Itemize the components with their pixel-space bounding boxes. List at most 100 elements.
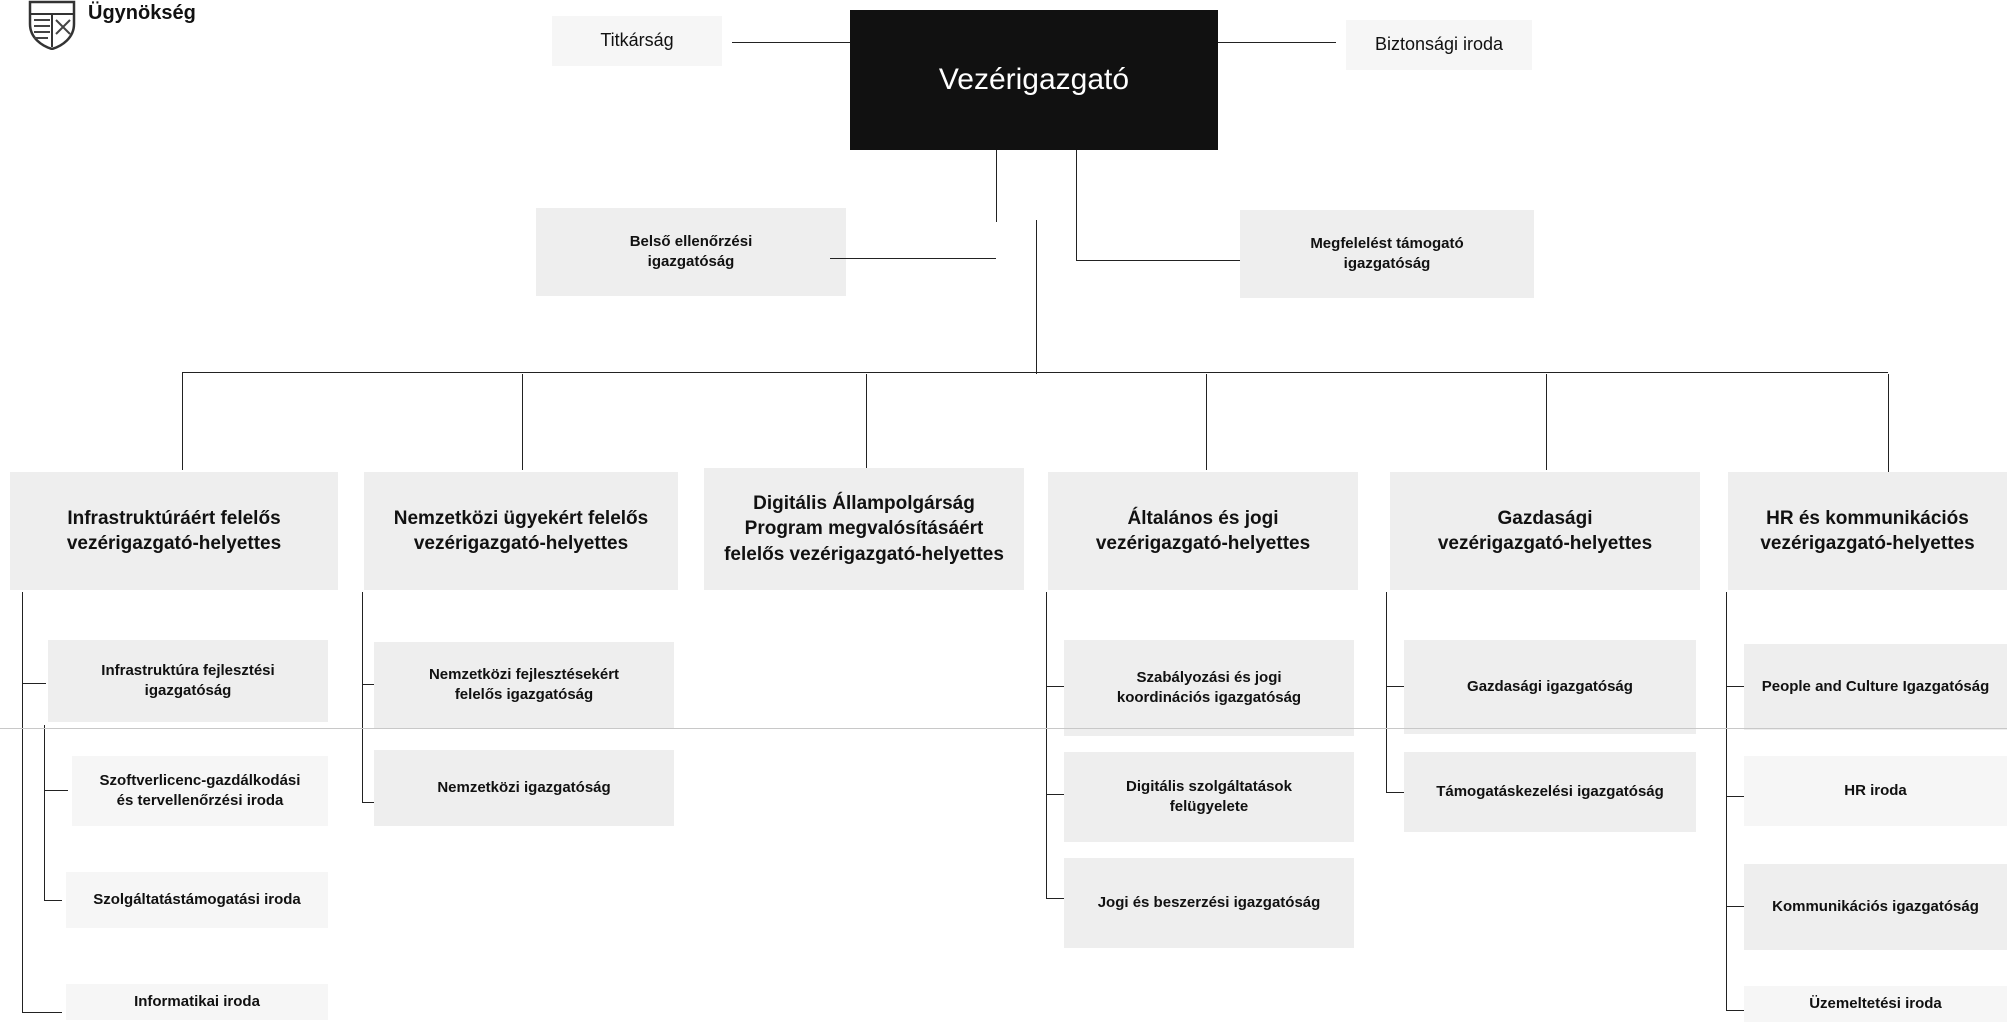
- unit-label-line: Kommunikációs igazgatóság: [1772, 898, 1979, 916]
- coat-of-arms-icon: [26, 0, 78, 55]
- deputy-box-digital-citizenship: Digitális Állampolgárság Program megvaló…: [704, 468, 1024, 590]
- internal-audit-line-1: Belső ellenőrzési: [629, 233, 753, 251]
- connector: [732, 42, 850, 43]
- unit-box: People and Culture Igazgatóság: [1744, 644, 2007, 730]
- secretariat-label: Titkárság: [600, 30, 674, 51]
- secretariat-box: Titkárság: [552, 16, 722, 66]
- connector: [1046, 686, 1066, 687]
- unit-box: Infrastruktúra fejlesztési igazgatóság: [48, 640, 328, 722]
- unit-label-line: Digitális szolgáltatások: [1126, 778, 1292, 796]
- security-office-label: Biztonsági iroda: [1374, 34, 1504, 55]
- deputy-title-line: HR és kommunikációs: [1766, 507, 1969, 529]
- deputy-title-line: vezérigazgató-helyettes: [1437, 533, 1653, 554]
- connector: [522, 374, 523, 470]
- unit-label-line: Üzemeltetési iroda: [1809, 995, 1942, 1013]
- unit-box: Digitális szolgáltatások felügyelete: [1064, 752, 1354, 842]
- connector: [1386, 592, 1387, 792]
- connector: [830, 258, 996, 259]
- connector: [1888, 374, 1889, 472]
- unit-label-line: Gazdasági igazgatóság: [1467, 678, 1633, 696]
- deputy-title-line: vezérigazgató-helyettes: [413, 533, 629, 554]
- connector: [866, 374, 867, 470]
- connector: [1726, 592, 1727, 1010]
- deputy-box-international: Nemzetközi ügyekért felelős vezérigazgat…: [364, 472, 678, 590]
- unit-box: HR iroda: [1744, 756, 2007, 826]
- unit-label-line: HR iroda: [1844, 782, 1907, 800]
- connector: [362, 592, 363, 802]
- unit-label-line: felügyelete: [1169, 798, 1249, 815]
- unit-label-line: Nemzetközi fejlesztésekért: [428, 666, 620, 684]
- deputy-title-line: Általános és jogi: [1127, 507, 1279, 529]
- internal-audit-line-2: igazgatóság: [647, 253, 735, 270]
- connector: [22, 1012, 62, 1013]
- compliance-line-2: igazgatóság: [1343, 255, 1431, 272]
- unit-label-line: és tervellenőrzési iroda: [116, 792, 284, 809]
- deputy-box-hr-communications: HR és kommunikációs vezérigazgató-helyet…: [1728, 472, 2007, 590]
- unit-box: Informatikai iroda: [66, 984, 328, 1020]
- ceo-box: Vezérigazgató: [850, 10, 1218, 150]
- unit-label-line: Informatikai iroda: [134, 993, 260, 1011]
- unit-box: Jogi és beszerzési igazgatóság: [1064, 858, 1354, 948]
- deputy-title-line: Nemzetközi ügyekért felelős: [393, 507, 649, 529]
- connector: [1076, 260, 1240, 261]
- agency-name: Ügynökség: [88, 2, 196, 24]
- deputy-title-line: Digitális Állampolgárság: [753, 493, 975, 515]
- unit-box: Támogatáskezelési igazgatóság: [1404, 752, 1696, 832]
- connector: [1046, 794, 1066, 795]
- deputy-title-line: vezérigazgató-helyettes: [1095, 533, 1311, 554]
- unit-label-line: Jogi és beszerzési igazgatóság: [1097, 894, 1321, 912]
- connector: [22, 683, 46, 684]
- compliance-line-1: Megfelelést támogató: [1310, 235, 1464, 253]
- unit-box: Kommunikációs igazgatóság: [1744, 864, 2007, 950]
- deputy-title-line: vezérigazgató-helyettes: [66, 533, 282, 554]
- unit-box: Szoftverlicenc-gazdálkodási és tervellen…: [72, 756, 328, 826]
- deputy-box-economic: Gazdasági vezérigazgató-helyettes: [1390, 472, 1700, 590]
- connector: [1046, 592, 1047, 898]
- connector: [996, 150, 997, 222]
- connector: [1386, 686, 1408, 687]
- unit-box: Nemzetközi fejlesztésekért felelős igazg…: [374, 642, 674, 728]
- connector: [182, 372, 1888, 373]
- unit-label-line: Nemzetközi igazgatóság: [437, 779, 611, 797]
- deputy-title-line: felelős vezérigazgató-helyettes: [724, 543, 1004, 565]
- unit-label-line: Infrastruktúra fejlesztési: [101, 662, 275, 680]
- unit-label-line: igazgatóság: [144, 682, 232, 699]
- deputy-title-line: vezérigazgató-helyettes: [1760, 533, 1975, 554]
- unit-label-line: felelős igazgatóság: [454, 686, 594, 703]
- connector: [44, 900, 62, 901]
- connector: [1076, 150, 1077, 260]
- compliance-box: Megfelelést támogató igazgatóság: [1240, 210, 1534, 298]
- connector: [1546, 374, 1547, 470]
- unit-label-line: Támogatáskezelési igazgatóság: [1436, 783, 1664, 801]
- unit-box: Gazdasági igazgatóság: [1404, 640, 1696, 734]
- connector: [1046, 898, 1066, 899]
- connector: [1036, 220, 1037, 374]
- unit-label-line: Szolgáltatástámogatási iroda: [93, 891, 301, 909]
- unit-label-line: Szabályozási és jogi: [1136, 669, 1282, 687]
- deputy-title-line: Program megvalósításáért: [744, 518, 984, 540]
- connector: [1218, 42, 1336, 43]
- deputy-box-infrastructure: Infrastruktúráért felelős vezérigazgató-…: [10, 472, 338, 590]
- deputy-title-line: Infrastruktúráért felelős: [67, 507, 281, 529]
- internal-audit-box: Belső ellenőrzési igazgatóság: [536, 208, 846, 296]
- unit-box: Üzemeltetési iroda: [1744, 986, 2007, 1022]
- unit-label-line: koordinációs igazgatóság: [1116, 689, 1302, 706]
- unit-label-line: Szoftverlicenc-gazdálkodási: [99, 772, 301, 790]
- connector: [1386, 792, 1408, 793]
- deputy-box-general-legal: Általános és jogi vezérigazgató-helyette…: [1048, 472, 1358, 590]
- connector: [44, 725, 45, 901]
- unit-box: Szolgáltatástámogatási iroda: [66, 872, 328, 928]
- connector: [362, 802, 384, 803]
- unit-label-line: People and Culture Igazgatóság: [1761, 678, 1990, 696]
- connector: [22, 592, 23, 1012]
- unit-box: Nemzetközi igazgatóság: [374, 750, 674, 826]
- ceo-label: Vezérigazgató: [938, 63, 1130, 97]
- connector: [182, 372, 183, 470]
- unit-box: Szabályozási és jogi koordinációs igazga…: [1064, 640, 1354, 736]
- connector: [44, 790, 68, 791]
- scan-line: [0, 728, 2007, 729]
- connector: [1206, 374, 1207, 470]
- connector: [362, 684, 384, 685]
- security-office-box: Biztonsági iroda: [1346, 20, 1532, 70]
- deputy-title-line: Gazdasági: [1497, 507, 1593, 529]
